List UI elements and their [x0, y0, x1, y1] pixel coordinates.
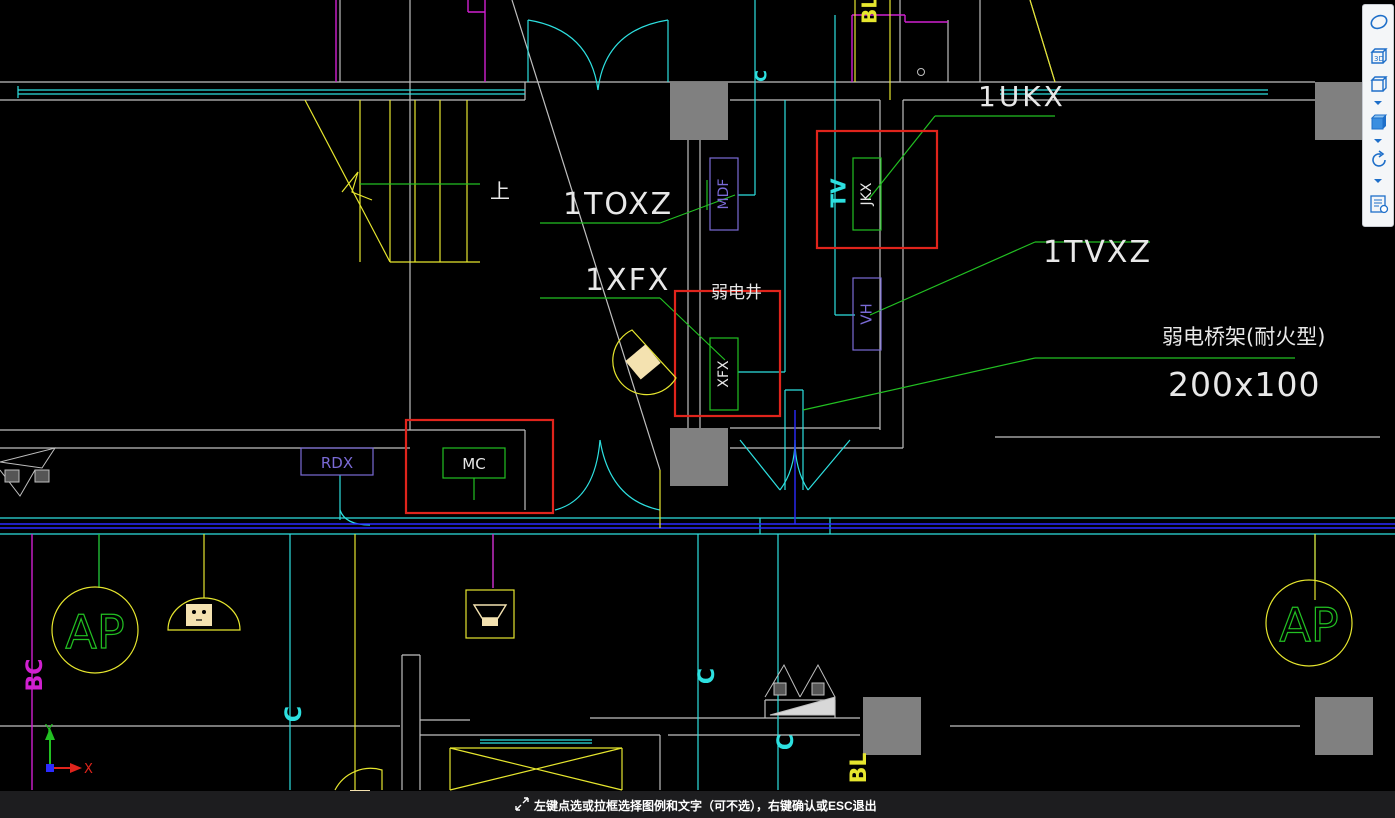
orbit-icon[interactable] [1368, 11, 1390, 33]
status-bar: 左键点选或拉框选择图例和文字（可不选），右键确认或ESC退出 [0, 791, 1395, 818]
shaft-name: 弱电井 [711, 283, 762, 303]
shade-dropdown-arrow[interactable] [1374, 139, 1382, 143]
select-arrows-icon [515, 797, 529, 811]
bl-label-top: BL [858, 0, 882, 24]
selection-box-jkx [815, 129, 939, 250]
view-dropdown-arrow[interactable] [1374, 101, 1382, 105]
selection-box-mc [404, 418, 555, 515]
box-xfx[interactable]: XFX [709, 337, 739, 411]
camera-symbols-left[interactable] [0, 447, 57, 497]
tag-1tvxz: 1TVXZ [1043, 235, 1152, 270]
axis-x-label: X [84, 762, 93, 777]
camera-symbols-bottom[interactable] [764, 663, 836, 716]
box-rdx-label: RDX [321, 454, 353, 472]
cyan-lines [0, 0, 1395, 790]
yellow-lines [203, 0, 1316, 791]
tag-1toxz: 1TOXZ [563, 187, 673, 222]
blue-lines [0, 410, 1395, 529]
view-toolbar: 3D [1362, 4, 1394, 227]
box-xfx-label: XFX [716, 360, 732, 388]
box-mc-label: MC [462, 455, 485, 473]
box-mdf[interactable]: MDF [709, 157, 739, 231]
tag-1ukx: 1UKX [978, 80, 1066, 113]
tag-1xfx: 1XFX [585, 263, 670, 298]
selection-box-xfx [673, 289, 782, 418]
shaded-cube-icon[interactable] [1368, 111, 1390, 133]
rotate-icon[interactable] [1368, 149, 1390, 171]
box-jkx[interactable]: JKX [852, 157, 882, 231]
speaker-symbol[interactable] [465, 589, 515, 639]
tray-size: 200x100 [1168, 365, 1321, 404]
bc-label: BC [23, 659, 48, 692]
c-label-top: C [752, 70, 771, 82]
bl-label-bottom: BL [847, 753, 872, 784]
ap-symbol-right[interactable]: AP [1265, 579, 1353, 667]
stair-up-label: 上 [490, 179, 510, 203]
svg-text:3D: 3D [1374, 55, 1384, 63]
tray-name: 弱电桥架(耐火型) [1162, 325, 1325, 349]
box-mdf-label: MDF [716, 179, 732, 210]
properties-list-icon[interactable] [1368, 193, 1390, 215]
box-jkx-label: JKX [859, 182, 875, 206]
box-mc[interactable]: MC [442, 447, 506, 479]
socket-symbol-shaft[interactable] [612, 329, 677, 396]
columns [670, 82, 1373, 755]
axis-y-label: Y [44, 723, 53, 738]
ap-label-left: AP [65, 605, 124, 659]
box-vh[interactable]: VH [852, 277, 882, 351]
selection-boxes[interactable] [404, 129, 939, 515]
c-label-mid: C [695, 668, 720, 684]
3d-view-icon[interactable]: 3D [1368, 45, 1390, 67]
view-cube-icon[interactable] [1368, 73, 1390, 95]
ap-label-right: AP [1279, 598, 1338, 652]
rotate-dropdown-arrow[interactable] [1374, 179, 1382, 183]
small-circle-marker [917, 68, 925, 76]
c-label-right: C [774, 734, 799, 750]
socket-symbol-bottom[interactable] [167, 597, 241, 631]
ap-symbol-left[interactable]: AP [51, 586, 139, 674]
tv-label: TV [827, 178, 851, 208]
c-label-left: C [282, 706, 307, 722]
box-rdx[interactable]: RDX [300, 447, 374, 476]
leader-lines [98, 115, 1295, 588]
box-vh-label: VH [858, 303, 876, 325]
status-message: 左键点选或拉框选择图例和文字（可不选），右键确认或ESC退出 [534, 799, 877, 813]
ucs-axis-icon: X Y [44, 723, 93, 777]
magenta-lines [31, 0, 948, 790]
